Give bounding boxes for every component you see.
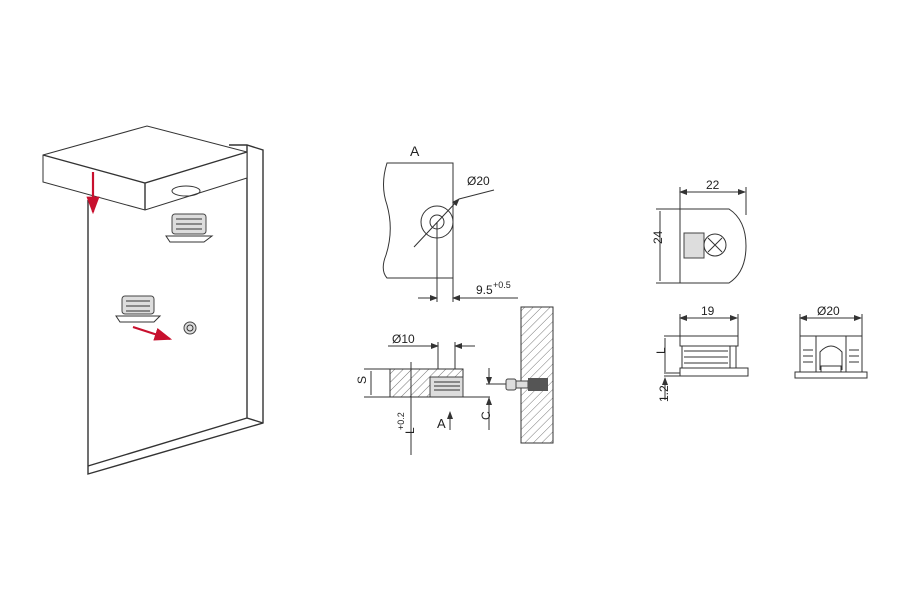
- depth-label: L: [403, 427, 417, 434]
- cross-slot-icon: [707, 237, 723, 253]
- length-label: L: [654, 347, 668, 354]
- direction-arrow-icon: [132, 325, 173, 341]
- product-top-view: 22 24: [651, 178, 747, 284]
- connector-housing-top: [165, 213, 214, 243]
- view-label: A: [410, 143, 420, 159]
- thickness-label: S: [355, 376, 369, 384]
- side-panel: [87, 144, 264, 475]
- offset-value: 9.5: [476, 283, 493, 297]
- clearance-label: C: [479, 411, 493, 420]
- assembly-illustration: [42, 125, 264, 475]
- bolt-screw: [505, 378, 548, 391]
- view-arrow-label: A: [437, 416, 446, 431]
- bore-diameter-label: Ø10: [392, 332, 415, 346]
- width-front-label: 19: [701, 304, 715, 318]
- bolt-screw: [183, 321, 197, 335]
- bore-hole: [171, 185, 201, 197]
- width-top-label: 22: [706, 178, 720, 192]
- diameter-side-label: Ø20: [817, 304, 840, 318]
- depth-tolerance: +0.2: [396, 412, 406, 430]
- detail-view-a: A Ø20 9.5 +0.5: [382, 143, 518, 302]
- hole-diameter-label: Ø20: [467, 174, 490, 188]
- hatched-panel: [520, 306, 554, 444]
- height-side-label: 24: [651, 230, 665, 244]
- section-view: Ø10 S L +0.2 A C: [355, 306, 554, 455]
- product-front-view: 19 L 1.2: [654, 304, 749, 402]
- connector-housing-panel: [115, 295, 162, 323]
- offset-tolerance: +0.5: [493, 280, 511, 290]
- product-side-view: Ø20: [794, 304, 868, 379]
- flange-thickness-label: 1.2: [657, 385, 671, 402]
